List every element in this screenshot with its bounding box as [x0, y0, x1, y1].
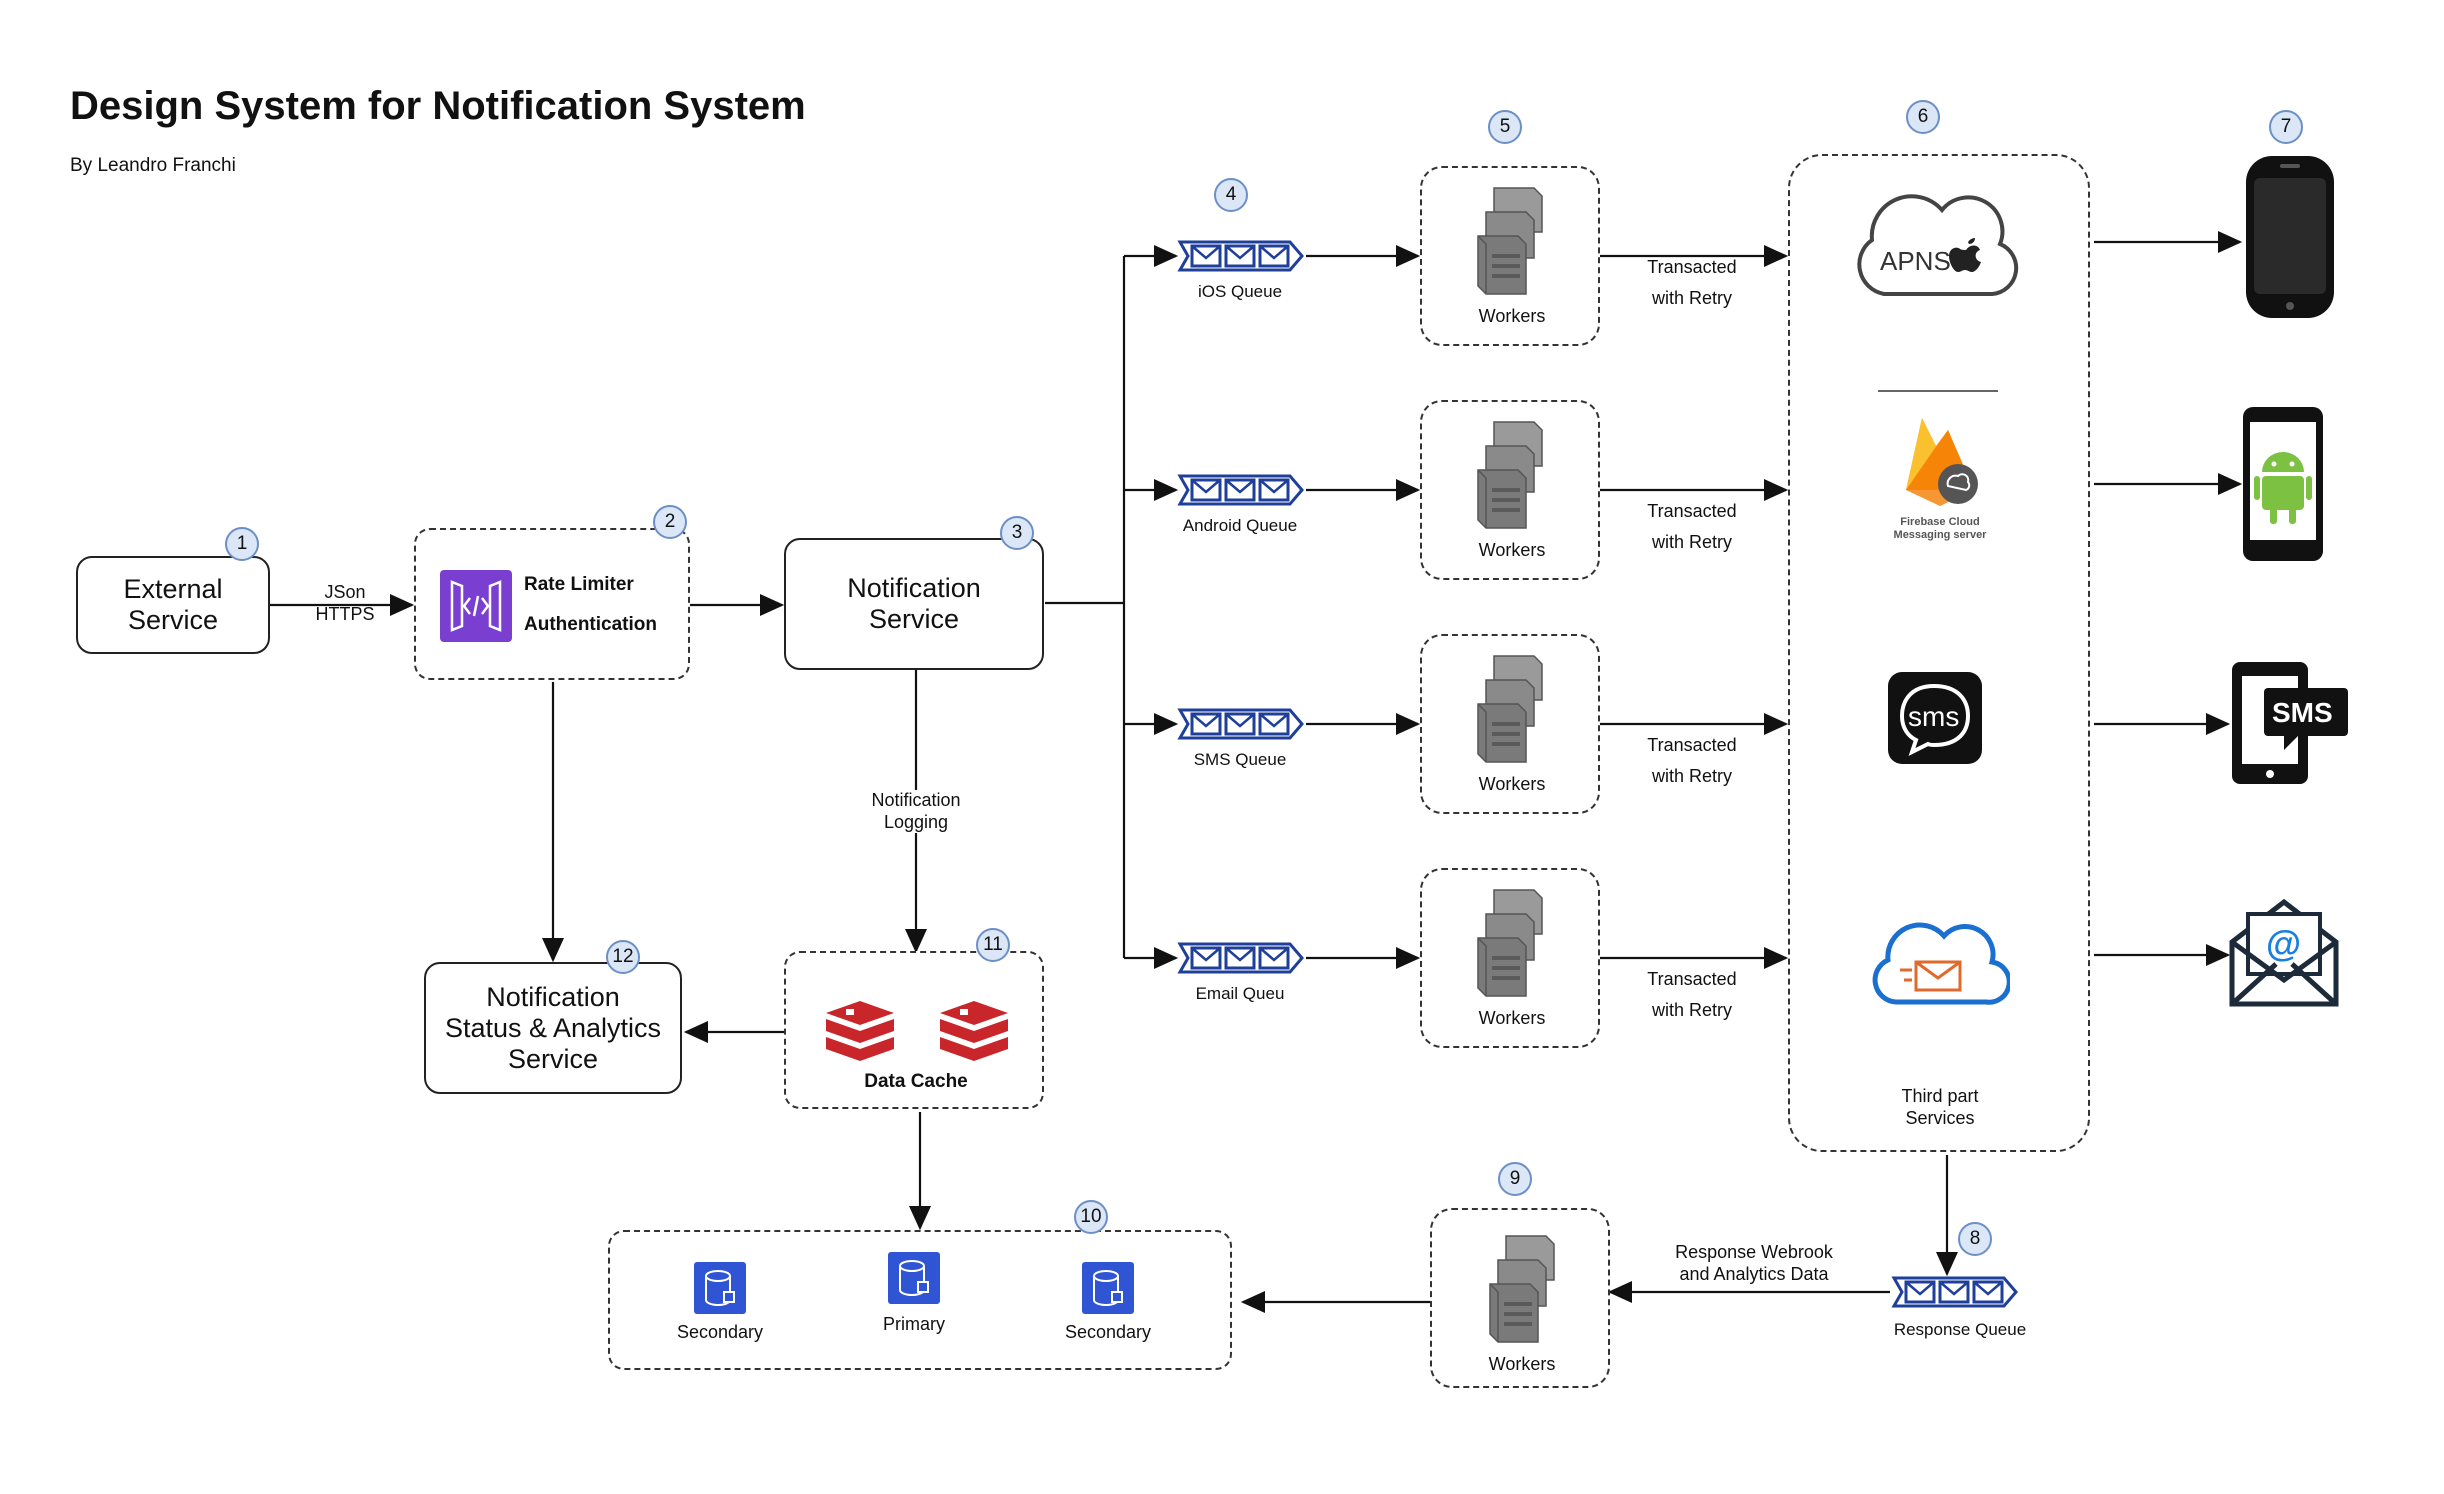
sms-queue-label: SMS Queue [1193, 750, 1287, 769]
redis-icon [826, 1001, 1008, 1061]
third-party-services-node[interactable]: APNS Firebase Cloud Messaging server sms… [1788, 154, 2090, 1152]
sms-transacted-label: Transacted with Retry [1647, 735, 1737, 786]
sms-device-text: SMS [2272, 697, 2333, 728]
server-rack-icon [1470, 184, 1550, 305]
server-rack-icon [1470, 652, 1550, 773]
authentication-label: Authentication [524, 614, 657, 635]
rate-limiter-node[interactable]: Rate Limiter Authentication [414, 528, 690, 680]
workers-label: Workers [1478, 306, 1546, 326]
sms-bubble-icon: sms [1888, 672, 1982, 764]
email-envelope-icon: @ [2229, 898, 2339, 1007]
ios-transacted-label: Transacted with Retry [1647, 257, 1737, 308]
ios-queue-icon[interactable] [1176, 238, 1306, 279]
database-secondary-2-label: Secondary [1064, 1322, 1152, 1342]
ios-workers-node[interactable]: Workers [1420, 166, 1600, 346]
server-rack-icon [1470, 886, 1550, 1007]
iphone-icon [2246, 156, 2334, 318]
sms-workers-node[interactable]: Workers [1420, 634, 1600, 814]
status-analytics-label: Notification Status & Analytics Service [444, 981, 662, 1074]
badge-11: 11 [976, 928, 1010, 962]
badge-6: 6 [1906, 100, 1940, 134]
server-rack-icon [1470, 418, 1550, 539]
sms-queue-icon[interactable] [1176, 706, 1306, 747]
badge-4: 4 [1214, 178, 1248, 212]
notification-service-node[interactable]: Notification Service [784, 538, 1044, 670]
workers-label: Workers [1488, 1354, 1556, 1374]
database-primary-label: Primary [883, 1314, 945, 1334]
status-analytics-node[interactable]: Notification Status & Analytics Service [424, 962, 682, 1094]
android-workers-node[interactable]: Workers [1420, 400, 1600, 580]
android-phone-icon [2243, 407, 2323, 561]
third-party-label: Third part Services [1901, 1086, 1979, 1128]
firebase-icon [1906, 418, 1978, 506]
ios-queue-label: iOS Queue [1197, 282, 1283, 301]
email-queue-icon[interactable] [1176, 940, 1306, 981]
database-primary-icon [888, 1252, 940, 1304]
badge-10: 10 [1074, 1200, 1108, 1234]
android-transacted-label: Transacted with Retry [1647, 501, 1737, 552]
json-https-label: JSon HTTPS [315, 582, 375, 624]
workers-label: Workers [1478, 540, 1546, 560]
svg-text:@: @ [2266, 923, 2301, 964]
server-rack-icon [1482, 1232, 1562, 1353]
apns-cloud-icon: APNS [1857, 194, 2019, 296]
email-queue-label: Email Queu [1195, 984, 1285, 1003]
notification-service-label: Notification Service [847, 573, 981, 634]
badge-5: 5 [1488, 110, 1522, 144]
diagram-title: Design System for Notification System [70, 84, 806, 128]
sms-bubble-text: sms [1908, 701, 1959, 732]
database-secondary-1-label: Secondary [676, 1322, 764, 1342]
database-secondary-1-icon [694, 1262, 746, 1314]
database-cluster-node[interactable]: Secondary Primary Secondary [608, 1230, 1232, 1370]
workers-label: Workers [1478, 1008, 1546, 1028]
android-queue-icon[interactable] [1176, 472, 1306, 513]
sms-phone-icon: SMS [2232, 662, 2348, 784]
workers-label: Workers [1478, 774, 1546, 794]
diagram-author: By Leandro Franchi [70, 155, 236, 176]
android-queue-label: Android Queue [1182, 516, 1298, 535]
data-cache-node[interactable]: Data Cache [784, 951, 1044, 1109]
badge-8: 8 [1958, 1222, 1992, 1256]
badge-2: 2 [653, 505, 687, 539]
badge-12: 12 [606, 940, 640, 974]
response-webhook-label: Response Webrook and Analytics Data [1675, 1242, 1833, 1284]
email-workers-node[interactable]: Workers [1420, 868, 1600, 1048]
external-service-node[interactable]: External Service [76, 556, 270, 654]
api-gateway-icon [440, 570, 512, 642]
notification-logging-label: Notification Logging [856, 790, 976, 834]
rate-limiter-label: Rate Limiter [524, 574, 634, 595]
response-queue-icon[interactable] [1890, 1274, 2020, 1310]
email-transacted-label: Transacted with Retry [1647, 969, 1737, 1020]
response-queue-label: Response Queue [1893, 1320, 2027, 1339]
api-gateway-glyph [450, 580, 502, 632]
data-cache-label: Data Cache [864, 1071, 968, 1092]
apns-text: APNS [1880, 246, 1951, 276]
firebase-label: Firebase Cloud Messaging server [1893, 516, 1987, 542]
badge-1: 1 [225, 527, 259, 561]
badge-9: 9 [1498, 1162, 1532, 1196]
badge-3: 3 [1000, 516, 1034, 550]
database-secondary-2-icon [1082, 1262, 1134, 1314]
badge-7: 7 [2269, 110, 2303, 144]
separator-divider [1878, 390, 1998, 392]
email-cloud-icon [1872, 922, 2010, 1005]
external-service-label: External Service [123, 574, 223, 635]
response-workers-node[interactable]: Workers [1430, 1208, 1610, 1388]
